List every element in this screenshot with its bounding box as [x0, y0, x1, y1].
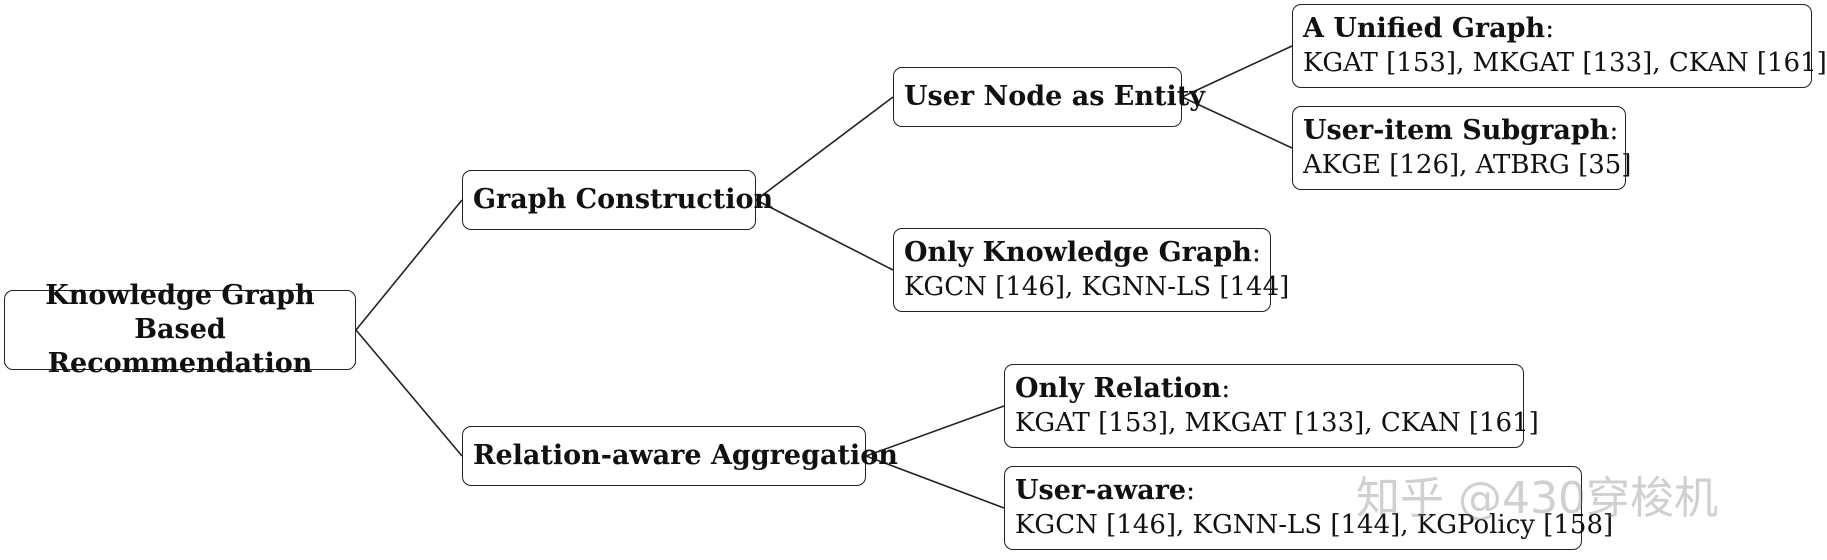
node-only-relation-colon: :	[1221, 373, 1231, 404]
node-graph-construction-title: Graph Construction	[473, 184, 774, 215]
node-user-aware: User-aware: KGCN [146], KGNN-LS [144], K…	[1004, 466, 1614, 550]
edge-gc-user-node	[755, 96, 894, 201]
node-graph-construction: Graph Construction	[462, 170, 774, 230]
node-only-relation-title: Only Relation	[1015, 373, 1222, 404]
node-only-kg-refs: KGCN [146], KGNN-LS [144]	[904, 272, 1290, 302]
node-only-relation-refs: KGAT [153], MKGAT [133], CKAN [161]	[1015, 408, 1539, 438]
node-user-node-entity: User Node as Entity	[893, 67, 1205, 127]
edge-root-relation-aware	[355, 329, 463, 457]
node-user-item-subgraph: User-item Subgraph: AKGE [126], ATBRG [3…	[1292, 106, 1632, 190]
node-user-item-subgraph-refs: AKGE [126], ATBRG [35]	[1303, 150, 1632, 180]
node-user-node-entity-title: User Node as Entity	[904, 81, 1205, 112]
node-only-kg-title: Only Knowledge Graph	[904, 237, 1252, 268]
node-only-relation-heading: Only Relation:	[1015, 372, 1513, 406]
node-unified-graph-refs: KGAT [153], MKGAT [133], CKAN [161]	[1303, 48, 1827, 78]
node-user-item-subgraph-colon: :	[1609, 115, 1619, 146]
node-unified-graph-colon: :	[1545, 13, 1555, 44]
node-unified-graph-title: A Unified Graph	[1303, 13, 1546, 44]
edge-root-graph-construction	[355, 199, 463, 331]
node-root-title: Knowledge Graph Based Recommendation	[45, 280, 315, 379]
node-relation-aware: Relation-aware Aggregation	[462, 426, 898, 486]
node-user-aware-refs: KGCN [146], KGNN-LS [144], KGPolicy [158…	[1015, 510, 1614, 540]
edge-user-node-subgraph	[1181, 96, 1293, 149]
node-only-relation: Only Relation: KGAT [153], MKGAT [133], …	[1004, 364, 1539, 448]
node-user-item-subgraph-heading: User-item Subgraph:	[1303, 114, 1619, 148]
node-only-kg: Only Knowledge Graph: KGCN [146], KGNN-L…	[893, 228, 1290, 312]
watermark-text: 知乎 @430穿梭机	[1356, 473, 1718, 524]
node-user-aware-title: User-aware	[1015, 475, 1186, 506]
node-user-aware-heading: User-aware:	[1015, 474, 1571, 508]
node-user-item-subgraph-title: User-item Subgraph	[1303, 115, 1610, 146]
node-relation-aware-title: Relation-aware Aggregation	[473, 440, 898, 471]
node-only-kg-colon: :	[1251, 237, 1262, 268]
node-unified-graph-heading: A Unified Graph:	[1303, 12, 1801, 46]
node-user-aware-colon: :	[1186, 475, 1196, 506]
node-root: Knowledge Graph Based Recommendation	[4, 280, 356, 379]
edge-ra-only-relation	[865, 405, 1005, 457]
edge-user-node-unified	[1181, 45, 1293, 98]
node-only-kg-heading: Only Knowledge Graph:	[904, 236, 1262, 270]
edge-gc-only-kg	[755, 199, 894, 271]
edge-ra-user-aware	[865, 455, 1005, 509]
node-unified-graph: A Unified Graph: KGAT [153], MKGAT [133]…	[1292, 4, 1827, 88]
